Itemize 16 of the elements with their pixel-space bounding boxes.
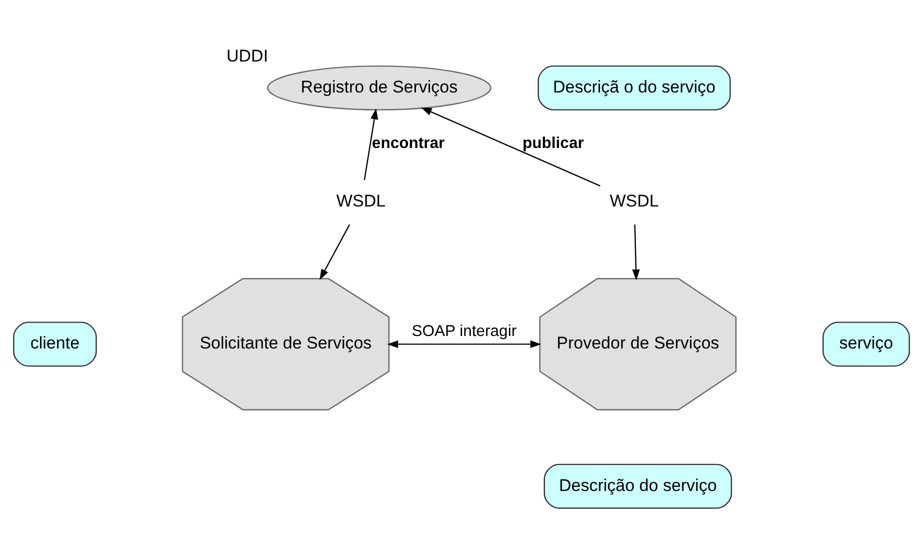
node-text: WSDL [336,192,386,211]
arrow [420,107,600,187]
node-box: serviço [822,322,910,367]
arrow [387,340,542,348]
node-box: cliente [13,322,97,367]
node-label: UDDI [226,46,268,66]
node-text: WSDL [610,192,659,211]
arrow [320,224,350,280]
node-ellipse: Registro de Serviços [267,65,492,110]
arrow [364,108,378,180]
node-box: Descrição do serviço [544,464,732,509]
arrow [632,224,640,280]
edge-label: SOAP interagir [412,323,517,340]
node-box: Descriçã o do serviço [538,65,731,110]
edge-label: encontrar [372,134,445,152]
edge-label: publicar [522,134,584,152]
